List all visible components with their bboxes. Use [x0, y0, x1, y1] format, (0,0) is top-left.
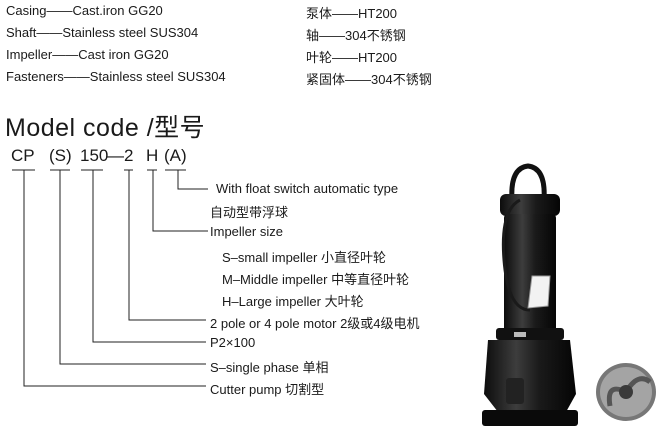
desc-impeller-size: Impeller size	[210, 224, 283, 239]
desc-float-switch: With float switch automatic type	[216, 181, 399, 196]
desc-motor-poles: 2 pole or 4 pole motor 2级或4级电机	[210, 316, 420, 331]
material-casing-cn: 泵体——HT200	[306, 6, 398, 21]
desc-small-impeller: S–small impeller 小直径叶轮	[222, 250, 386, 265]
code-h: H	[146, 146, 159, 165]
desc-float-switch-cn: 自动型带浮球	[210, 205, 289, 220]
code-cp: CP	[11, 146, 35, 165]
material-impeller-en: Impeller——Cast iron GG20	[6, 47, 169, 62]
code-s: (S)	[49, 146, 72, 165]
desc-large-impeller: H–Large impeller 大叶轮	[222, 294, 364, 309]
code-150: 150	[80, 146, 109, 165]
material-impeller-cn: 叶轮——HT200	[306, 50, 398, 65]
material-casing-en: Casing——Cast.iron GG20	[6, 3, 163, 18]
material-fasteners-en: Fasteners——Stainless steel SUS304	[6, 69, 226, 84]
model-code-title: Model code /型号	[5, 114, 206, 142]
desc-single-phase: S–single phase 单相	[210, 360, 329, 375]
desc-middle-impeller: M–Middle impeller 中等直径叶轮	[222, 272, 410, 287]
material-shaft-cn: 轴——304不锈钢	[306, 28, 406, 43]
code-dash: —	[107, 146, 124, 165]
pump-image	[482, 163, 578, 426]
code-2: 2	[124, 146, 134, 165]
desc-cutter-pump: Cutter pump 切割型	[210, 382, 325, 397]
impeller-image	[596, 363, 656, 421]
code-a: (A)	[164, 146, 187, 165]
desc-power: P2×100	[210, 335, 256, 350]
material-fasteners-cn: 紧固体——304不锈钢	[306, 72, 432, 87]
material-shaft-en: Shaft——Stainless steel SUS304	[6, 25, 199, 40]
